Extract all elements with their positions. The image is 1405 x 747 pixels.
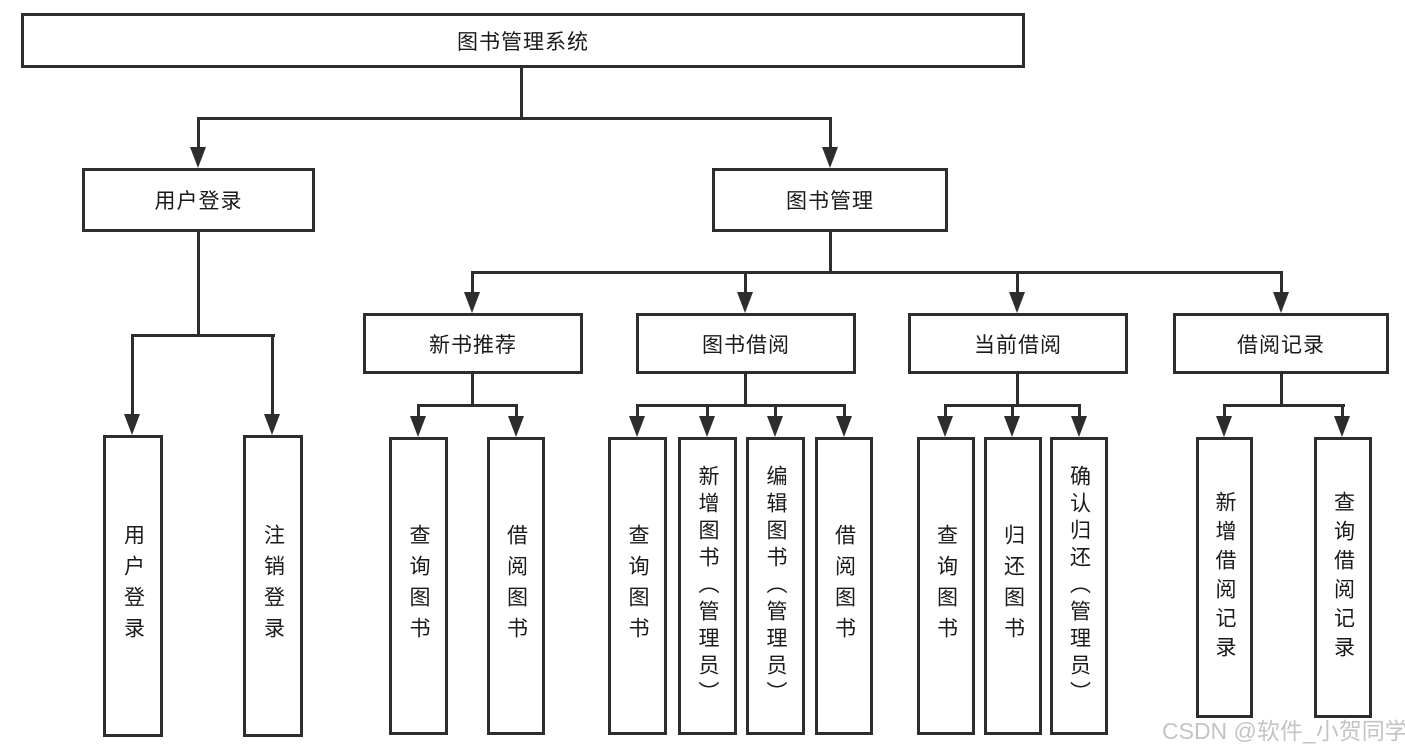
- connector-line: [520, 66, 523, 120]
- node-label: 查询借阅记录: [1331, 490, 1355, 665]
- leaf-query-borrow-record: 查询借阅记录: [1314, 437, 1372, 718]
- arrow-down-icon: [1071, 416, 1087, 437]
- connector-line: [1223, 404, 1226, 418]
- connector-line: [744, 372, 747, 407]
- connector-line: [417, 404, 518, 407]
- node-label: 用户登录: [154, 190, 243, 213]
- node-book-borrowing: 图书借阅: [636, 313, 856, 374]
- connector-line: [197, 117, 832, 120]
- connector-line: [1078, 404, 1081, 418]
- connector-line: [1341, 404, 1344, 418]
- node-user-login: 用户登录: [82, 168, 315, 232]
- node-label: 查询图书: [626, 524, 649, 648]
- connector-line: [843, 404, 846, 418]
- node-current-borrowing: 当前借阅: [908, 313, 1128, 374]
- connector-line: [471, 271, 1283, 274]
- leaf-return-books: 归还图书: [984, 437, 1042, 735]
- connector-line: [1016, 372, 1019, 407]
- node-book-management: 图书管理: [712, 168, 948, 232]
- arrow-down-icon: [1334, 416, 1350, 437]
- leaf-query-books: 查询图书: [389, 437, 448, 735]
- connector-line: [944, 404, 947, 418]
- node-label: 用户登录: [121, 524, 145, 648]
- arrow-down-icon: [699, 416, 715, 437]
- arrow-down-icon: [822, 147, 838, 168]
- arrow-down-icon: [410, 416, 426, 437]
- connector-line: [636, 404, 846, 407]
- connector-line: [829, 117, 832, 150]
- connector-line: [1011, 404, 1014, 418]
- connector-line: [417, 404, 420, 418]
- node-label: 当前借阅: [974, 333, 1062, 357]
- connector-line: [515, 404, 518, 418]
- arrow-down-icon: [767, 416, 783, 437]
- connector-line: [197, 117, 200, 150]
- node-label: 新增图书（管理员）: [696, 464, 719, 708]
- leaf-add-borrow-record: 新增借阅记录: [1196, 437, 1253, 718]
- arrow-down-icon: [190, 147, 206, 168]
- arrow-down-icon: [508, 416, 524, 437]
- arrow-down-icon: [1273, 292, 1289, 313]
- node-label: 注销登录: [261, 524, 285, 648]
- connector-line: [744, 271, 747, 294]
- arrow-down-icon: [737, 292, 753, 313]
- node-label: 确认归还（管理员）: [1067, 464, 1091, 708]
- node-label: 归还图书: [1001, 524, 1025, 648]
- leaf-borrow-books: 借阅图书: [487, 437, 545, 735]
- arrow-down-icon: [937, 416, 953, 437]
- connector-line: [471, 271, 474, 294]
- connector-line: [131, 334, 275, 337]
- connector-line: [1223, 404, 1345, 407]
- leaf-query-books: 查询图书: [608, 437, 667, 735]
- node-new-book-recommendation: 新书推荐: [363, 313, 583, 374]
- node-label: 查询图书: [934, 524, 958, 648]
- node-label: 借阅记录: [1237, 333, 1325, 357]
- leaf-logout: 注销登录: [243, 435, 303, 737]
- connector-line: [1280, 271, 1283, 294]
- arrow-down-icon: [836, 416, 852, 437]
- node-label: 借阅图书: [832, 524, 856, 648]
- node-label: 新书推荐: [429, 333, 517, 357]
- leaf-add-books-admin: 新增图书（管理员）: [678, 437, 737, 735]
- node-label: 借阅图书: [504, 524, 528, 648]
- leaf-user-login: 用户登录: [103, 435, 163, 737]
- connector-line: [829, 230, 832, 273]
- leaf-borrow-books: 借阅图书: [815, 437, 873, 735]
- arrow-down-icon: [1009, 292, 1025, 313]
- connector-line: [1016, 271, 1019, 294]
- arrow-down-icon: [124, 414, 140, 435]
- csdn-watermark: CSDN @软件_小贺同学: [1162, 718, 1405, 744]
- connector-line: [1280, 372, 1283, 407]
- node-library-management-system: 图书管理系统: [21, 13, 1025, 68]
- node-label: 查询图书: [407, 524, 430, 648]
- connector-line: [197, 230, 200, 337]
- connector-line: [271, 334, 274, 415]
- arrow-down-icon: [264, 414, 280, 435]
- arrow-down-icon: [629, 416, 645, 437]
- arrow-down-icon: [1216, 416, 1232, 437]
- node-label: 图书借阅: [702, 333, 790, 357]
- node-label: 新增借阅记录: [1213, 490, 1236, 665]
- connector-line: [636, 404, 639, 418]
- connector-line: [774, 404, 777, 418]
- node-borrowing-records: 借阅记录: [1173, 313, 1389, 374]
- connector-line: [706, 404, 709, 418]
- leaf-confirm-return-admin: 确认归还（管理员）: [1050, 437, 1108, 735]
- arrow-down-icon: [464, 292, 480, 313]
- leaf-edit-books-admin: 编辑图书（管理员）: [746, 437, 805, 735]
- leaf-query-books: 查询图书: [917, 437, 975, 735]
- connector-line: [471, 372, 474, 407]
- node-label: 图书管理: [786, 190, 874, 213]
- node-label: 编辑图书（管理员）: [764, 464, 787, 708]
- node-label: 图书管理系统: [457, 30, 589, 54]
- arrow-down-icon: [1004, 416, 1020, 437]
- connector-line: [131, 334, 134, 415]
